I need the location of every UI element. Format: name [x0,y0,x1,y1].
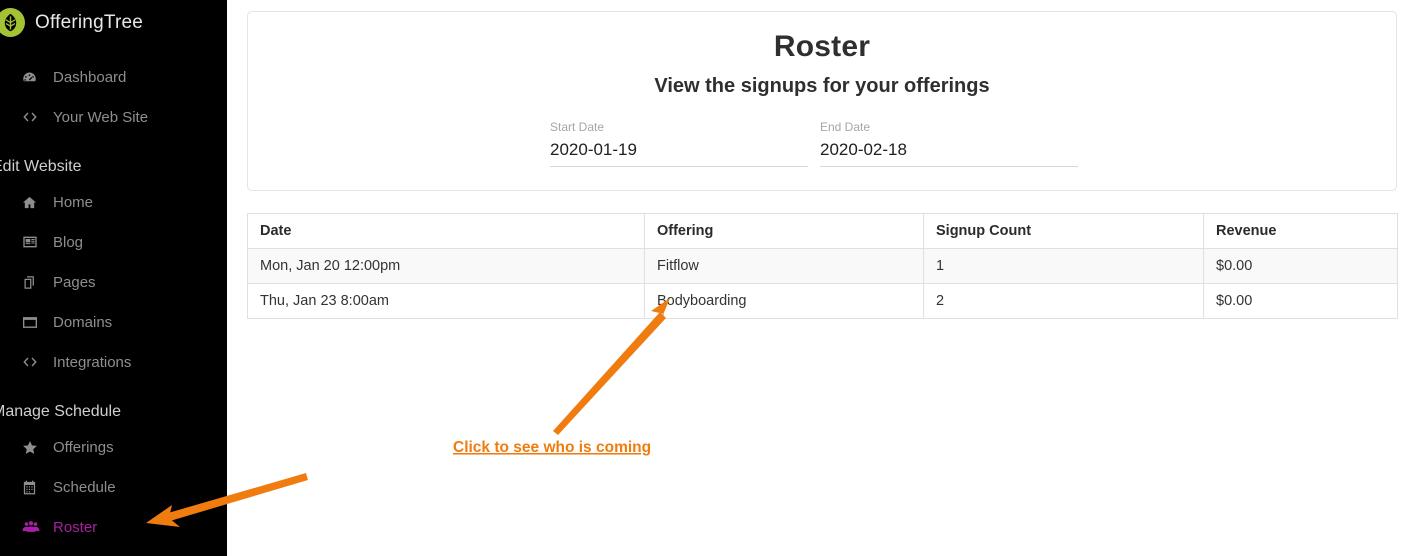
start-date-field: Start Date [550,120,808,167]
sidebar-item-label: Blog [53,233,84,251]
sidebar-item-integrations[interactable]: Integrations [22,351,131,373]
tree-logo-icon [0,8,25,37]
sidebar-item-label: Schedule [53,478,116,496]
window-icon [22,316,44,329]
sidebar-item-label: Pages [53,273,96,291]
sidebar-item-label: Roster [53,518,98,536]
date-range-filters: Start Date End Date [550,120,1078,167]
end-date-label: End Date [820,120,871,134]
sidebar-item-schedule[interactable]: Schedule [22,476,116,498]
sidebar-item-your-web-site[interactable]: Your Web Site [22,106,148,128]
sidebar-item-label: Offerings [53,438,114,456]
cell-signup-count: 1 [923,248,1204,284]
cell-offering[interactable]: Bodyboarding [644,283,924,319]
sidebar-item-roster[interactable]: Roster [22,516,97,538]
sidebar: OfferingTree Dashboard Your Web Site Edi… [0,0,227,556]
code-icon [22,355,44,369]
cell-date: Thu, Jan 23 8:00am [247,283,645,319]
column-header-signup-count[interactable]: Signup Count [923,213,1204,249]
page-title: Roster [773,30,871,63]
cell-revenue: $0.00 [1203,283,1398,319]
roster-table: Date Offering Signup Count Revenue Mon, … [247,213,1398,319]
column-header-offering[interactable]: Offering [644,213,924,249]
sidebar-item-offerings[interactable]: Offerings [22,436,114,458]
end-date-field: End Date [820,120,1078,167]
cell-signup-count: 2 [923,283,1204,319]
start-date-label: Start Date [550,120,605,134]
brand[interactable]: OfferingTree [0,8,143,37]
sidebar-section-manage-schedule: Manage Schedule [0,403,121,420]
sidebar-item-label: Home [53,193,94,211]
star-icon [22,440,44,455]
table-row[interactable]: Mon, Jan 20 12:00pm Fitflow 1 $0.00 [247,248,1398,284]
home-icon [22,195,44,210]
brand-name: OfferingTree [35,11,144,33]
table-row[interactable]: Thu, Jan 23 8:00am Bodyboarding 2 $0.00 [247,283,1398,319]
column-header-revenue[interactable]: Revenue [1203,213,1398,249]
cell-offering[interactable]: Fitflow [644,248,924,284]
cell-revenue: $0.00 [1203,248,1398,284]
sidebar-item-label: Integrations [53,353,132,371]
sidebar-item-label: Your Web Site [53,108,149,126]
column-header-date[interactable]: Date [247,213,645,249]
sidebar-item-domains[interactable]: Domains [22,311,112,333]
sidebar-item-blog[interactable]: Blog [22,231,83,253]
sidebar-section-edit-website: Edit Website [0,158,82,175]
end-date-input[interactable] [820,140,1078,167]
sidebar-item-dashboard[interactable]: Dashboard [22,66,126,88]
table-body: Mon, Jan 20 12:00pm Fitflow 1 $0.00 Thu,… [247,248,1398,319]
start-date-input[interactable] [550,140,808,167]
code-icon [22,110,44,124]
sidebar-item-pages[interactable]: Pages [22,271,96,293]
sidebar-item-label: Dashboard [53,68,127,86]
newspaper-icon [22,235,44,249]
roster-header-card: Roster View the signups for your offerin… [247,11,1397,191]
page-subtitle: View the signups for your offerings [654,75,990,97]
table-header-row: Date Offering Signup Count Revenue [247,213,1398,249]
sidebar-item-label: Domains [53,313,113,331]
copy-icon [22,275,44,290]
tachometer-icon [22,70,44,85]
sidebar-item-home[interactable]: Home [22,191,93,213]
calendar-icon [22,480,44,495]
table-header: Date Offering Signup Count Revenue [247,213,1398,249]
main-content: Roster View the signups for your offerin… [227,0,1407,556]
cell-date: Mon, Jan 20 12:00pm [247,248,645,284]
users-icon [22,520,44,534]
